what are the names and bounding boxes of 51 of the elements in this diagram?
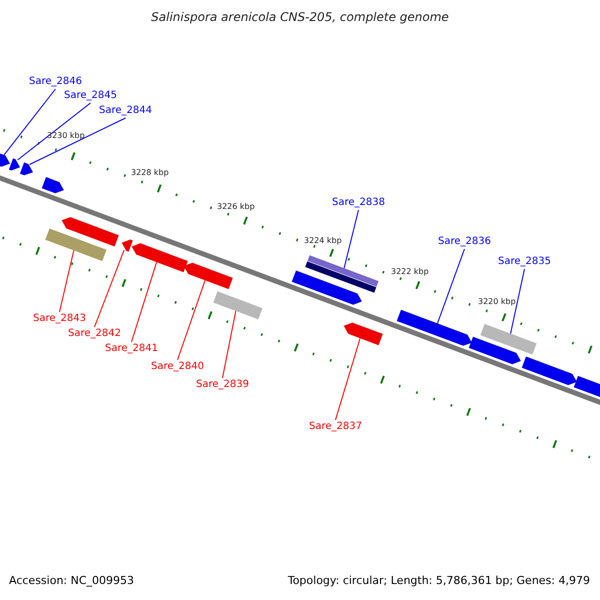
gene-label: Sare_2845	[64, 90, 117, 102]
scale-label: 3224 kbp	[304, 235, 342, 247]
gene-label: Sare_2839	[196, 379, 249, 391]
gene-label: Sare_2842	[68, 328, 121, 340]
gene-block	[8, 158, 20, 170]
gene-label: Sare_2840	[151, 361, 204, 373]
leader-line	[94, 250, 125, 328]
gene-block	[42, 177, 64, 194]
scale-label: 3230 kbp	[47, 130, 85, 142]
gene-label: Sare_2838	[332, 197, 385, 209]
gene-block	[468, 336, 521, 364]
scale-label: 3228 kbp	[131, 167, 169, 179]
gene-bar	[308, 255, 379, 287]
leader-line	[510, 268, 525, 334]
gene-label: Sare_2841	[105, 343, 158, 355]
gene-block	[132, 243, 188, 272]
leader-line	[29, 118, 126, 165]
gene-block	[0, 152, 10, 167]
gene-bar	[305, 261, 376, 293]
gene-label: Sare_2835	[498, 256, 551, 268]
scale-label: 3220 kbp	[478, 296, 516, 308]
gene-label: Sare_2843	[33, 313, 86, 325]
gene-label: Sare_2837	[309, 421, 362, 433]
footer-text: Topology: circular; Length: 5,786,361 bp; Genes: 4,979	[288, 575, 590, 587]
gene-label: Sare_2836	[438, 236, 491, 248]
leader-line	[176, 280, 206, 360]
gene-block	[20, 162, 33, 176]
gene-label: Sare_2844	[99, 105, 152, 117]
scale-label: 3222 kbp	[391, 266, 429, 278]
gene-block	[62, 217, 119, 246]
gene-block	[122, 240, 133, 252]
leader-line	[58, 250, 74, 312]
gene-bar	[213, 291, 262, 320]
leader-line	[17, 102, 91, 160]
gene-label: Sare_2846	[29, 76, 82, 88]
leader-line	[130, 262, 158, 342]
leader-line	[222, 310, 236, 378]
gene-block	[292, 270, 362, 305]
leader-line	[334, 338, 361, 420]
leader-line	[436, 248, 465, 324]
gene-block	[184, 262, 233, 290]
gene-bar	[480, 324, 537, 355]
leader-line	[4, 88, 56, 156]
gene-block	[396, 310, 472, 346]
gene-block	[344, 322, 383, 346]
scale-label: 3226 kbp	[217, 201, 255, 213]
gene-bar	[45, 228, 106, 262]
gene-block	[522, 356, 577, 386]
leader-line	[344, 210, 359, 269]
title: Salinispora arenicola CNS-205, complete genome	[150, 11, 450, 23]
footer-text: Accession: NC_009953	[9, 575, 134, 587]
